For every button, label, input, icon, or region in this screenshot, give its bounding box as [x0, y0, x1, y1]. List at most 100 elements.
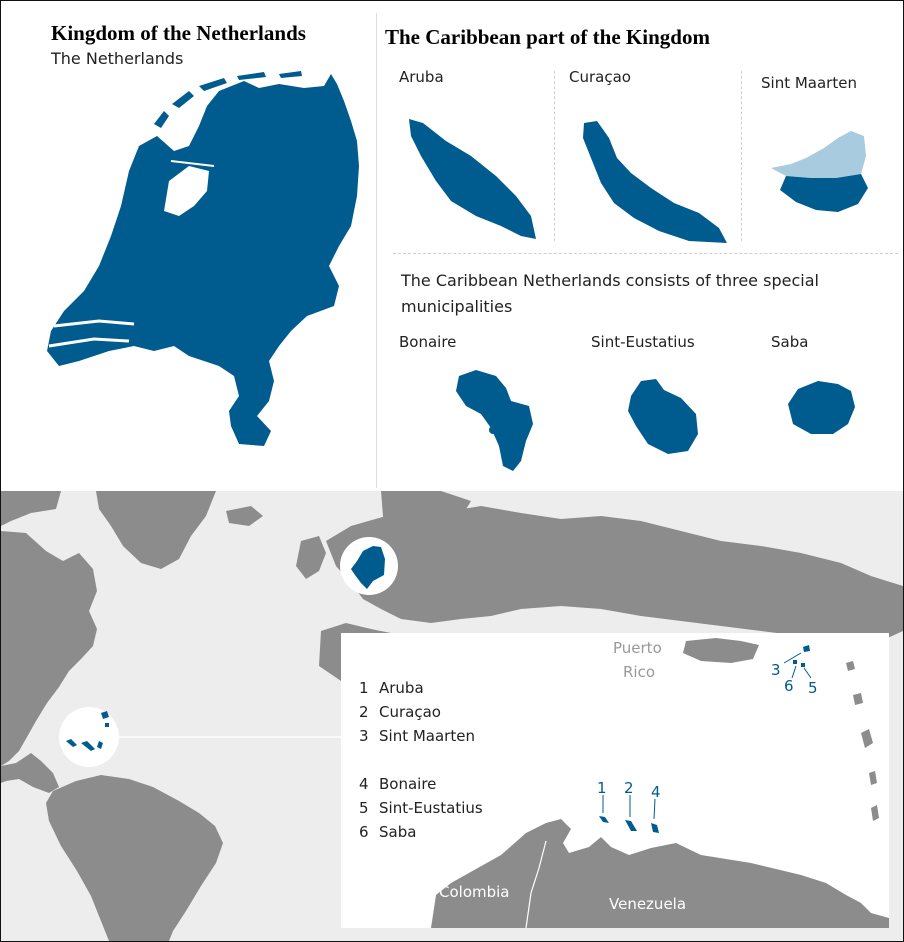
legend-name: Curaçao — [379, 703, 441, 721]
colombia-label: Colombia — [439, 883, 510, 901]
north-america — [1, 531, 97, 766]
puerto-rico-label-1: Puerto — [613, 639, 662, 657]
sint-maarten-map — [771, 131, 868, 212]
callout-line-4 — [653, 798, 656, 820]
british-isles — [296, 536, 326, 579]
saba-label: Saba — [771, 333, 809, 351]
lesser-antilles-5 — [871, 805, 879, 821]
caribbean-inset: Puerto Rico Colombia Venezuela 1 2 4 3 6… — [341, 633, 889, 928]
legend-item-6: 6 Saba — [359, 823, 416, 841]
caribbean-mini-1 — [66, 739, 77, 747]
legend-item-3: 3 Sint Maarten — [359, 727, 475, 745]
delta-water-2 — [48, 337, 130, 348]
inset-number-1: 1 — [597, 779, 607, 797]
inset-aruba — [599, 816, 609, 823]
bonaire-label: Bonaire — [399, 333, 457, 351]
saba-map — [788, 381, 855, 434]
legend-name: Sint-Eustatius — [379, 799, 483, 817]
special-municipalities-line2: municipalities — [401, 297, 513, 316]
sint-eustatius-map — [628, 379, 698, 454]
europe — [326, 506, 903, 641]
lesser-antilles-2 — [853, 693, 863, 705]
legend-num: 1 — [359, 679, 369, 697]
inset-bonaire — [651, 823, 659, 833]
caribbean-mini-5 — [105, 723, 109, 727]
wadden-island-5 — [279, 71, 302, 78]
scandinavia — [381, 491, 471, 551]
puerto-rico-label-2: Rico — [623, 663, 656, 681]
afsluitdijk — [170, 160, 215, 167]
aruba-label: Aruba — [399, 68, 444, 86]
legend-name: Aruba — [379, 679, 424, 697]
divider-dash-3 — [393, 253, 898, 254]
legend-num: 5 — [359, 799, 369, 817]
sint-eustatius-label: Sint-Eustatius — [591, 333, 695, 351]
legend-num: 3 — [359, 727, 369, 745]
greenland — [96, 491, 216, 569]
inset-land — [431, 638, 889, 928]
legend-num: 6 — [359, 823, 369, 841]
bonaire-map — [456, 370, 533, 471]
sint-maarten-label: Sint Maarten — [761, 74, 857, 92]
puerto-rico — [683, 638, 759, 663]
legend-name: Bonaire — [379, 775, 437, 793]
inset-saba — [793, 660, 797, 664]
callout-line-6 — [791, 665, 797, 679]
legend-item-1: 1 Aruba — [359, 679, 424, 697]
curacao-label: Curaçao — [569, 68, 631, 86]
ijsselmeer — [164, 166, 209, 216]
legend-name: Saba — [379, 823, 417, 841]
lesser-antilles-3 — [861, 729, 873, 748]
inset-curacao — [625, 820, 637, 831]
legend-name: Sint Maarten — [379, 727, 475, 745]
lesser-antilles-4 — [869, 771, 877, 785]
panel-divider — [376, 13, 377, 488]
iceland — [226, 506, 263, 526]
callout-line-5 — [803, 667, 812, 679]
wadden-island-4 — [237, 72, 266, 80]
delta-water-1 — [53, 319, 135, 328]
netherlands-mini — [351, 546, 385, 589]
caribbean-mini-2 — [81, 741, 95, 751]
saint-martin-french-part — [771, 131, 866, 178]
curacao-map — [583, 121, 727, 243]
inset-number-2: 2 — [624, 779, 634, 797]
divider-dash-2 — [741, 71, 742, 241]
inset-south-america — [431, 819, 889, 928]
callout-line-3 — [783, 652, 802, 664]
kingdom-title: Kingdom of the Netherlands — [51, 21, 306, 45]
central-america — [1, 753, 59, 793]
divider-dash-1 — [554, 71, 555, 241]
arctic-islands — [1, 491, 61, 526]
inset-sint-maarten — [803, 645, 810, 652]
caribbean-mini-3 — [97, 741, 103, 749]
wadden-island-3 — [199, 78, 227, 91]
sint-maarten-dutch-part — [780, 174, 868, 212]
aruba-map — [409, 119, 536, 239]
legend-num: 4 — [359, 775, 369, 793]
inset-sint-eustatius — [801, 663, 805, 667]
inset-number-3: 3 — [771, 661, 781, 679]
netherlands-map — [47, 71, 359, 446]
legend-num: 2 — [359, 703, 369, 721]
special-municipalities-line1: The Caribbean Netherlands consists of th… — [401, 271, 819, 290]
legend-item-4: 4 Bonaire — [359, 775, 436, 793]
inset-number-6: 6 — [784, 677, 794, 695]
legend-item-2: 2 Curaçao — [359, 703, 441, 721]
east-asia-islands — [856, 581, 891, 636]
netherlands-mainland — [47, 74, 359, 446]
south-america — [46, 775, 223, 941]
highlight-circles — [59, 537, 398, 767]
caribbean-circle — [59, 707, 119, 767]
border-line — [525, 840, 547, 928]
legend-item-5: 5 Sint-Eustatius — [359, 799, 483, 817]
venezuela-label: Venezuela — [609, 895, 687, 913]
netherlands-label: The Netherlands — [51, 49, 184, 68]
inset-number-5: 5 — [808, 679, 818, 697]
caribbean-mini-4 — [101, 711, 109, 719]
flevoland — [189, 206, 247, 244]
caribbean-title: The Caribbean part of the Kingdom — [385, 25, 710, 49]
lesser-antilles-1 — [846, 661, 855, 671]
wadden-island-1 — [154, 111, 169, 128]
